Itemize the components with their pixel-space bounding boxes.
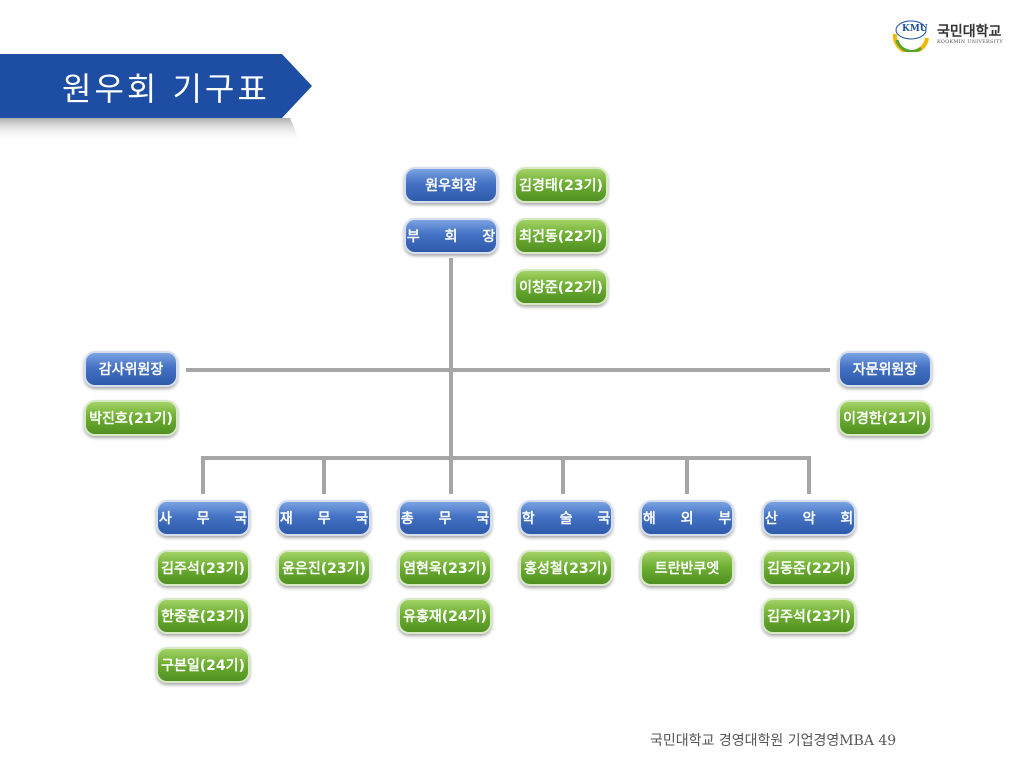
dept-secretariat-member-2: 한중훈(23기)	[156, 598, 250, 634]
dept-secretariat-member-3: 구본일(24기)	[156, 647, 250, 683]
title-banner	[0, 54, 312, 142]
president-member-2: 최건동(22기)	[514, 218, 608, 254]
footer-text: 국민대학교 경영대학원 기업경영MBA 49	[650, 733, 897, 749]
role-advisory-chair: 자문위원장	[838, 351, 932, 387]
logo-badge-text: KMU	[902, 24, 928, 34]
dept-general-affairs: 총 무 국	[398, 500, 492, 536]
advisor-member-1: 이경한(21기)	[838, 400, 932, 436]
dept-finance-member-1: 윤은진(23기)	[277, 550, 371, 586]
logo-name-english: KOOKMIN UNIVERSITY	[937, 39, 1003, 45]
dept-general-affairs-member-1: 염현욱(23기)	[398, 550, 492, 586]
university-emblem-icon	[892, 20, 929, 52]
dept-hiking-club-member-2: 김주석(23기)	[762, 598, 856, 634]
dept-overseas-member-1: 트란반쿠엣	[640, 550, 734, 586]
logo-name-korean: 국민대학교	[937, 24, 1002, 40]
president-member-3: 이창준(22기)	[514, 269, 608, 305]
page-title: 원우회 기구표	[62, 70, 270, 108]
auditor-member-1: 박진호(21기)	[84, 400, 178, 436]
dept-academic-member-1: 홍성철(23기)	[519, 550, 613, 586]
dept-secretariat-member-1: 김주석(23기)	[156, 550, 250, 586]
dept-academic: 학 술 국	[519, 500, 613, 536]
dept-hiking-club: 산 악 회	[762, 500, 856, 536]
role-president: 원우회장	[404, 167, 498, 203]
president-member-1: 김경태(23기)	[514, 167, 608, 203]
dept-finance: 재 무 국	[277, 500, 371, 536]
dept-general-affairs-member-2: 유홍재(24기)	[398, 598, 492, 634]
role-auditor-chair: 감사위원장	[84, 351, 178, 387]
dept-hiking-club-member-1: 김동준(22기)	[762, 550, 856, 586]
dept-overseas: 해 외 부	[640, 500, 734, 536]
role-vice-president: 부 회 장	[404, 218, 498, 254]
dept-secretariat: 사 무 국	[156, 500, 250, 536]
